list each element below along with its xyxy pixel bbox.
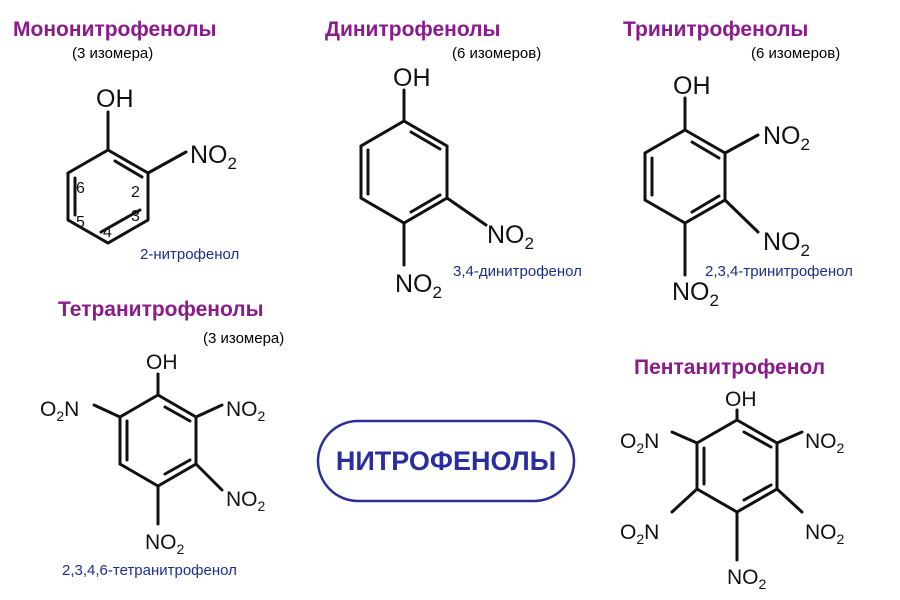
penta-title: Пентанитрофенол	[634, 356, 826, 379]
ring-number: 5	[76, 214, 85, 231]
ring-number: 4	[103, 224, 112, 241]
no2-label: NO2	[190, 141, 237, 173]
mono-isomer-count: (3 изомера)	[72, 45, 154, 62]
di-compound-name: 3,4-динитрофенол	[453, 263, 582, 280]
oh-label: OH	[725, 388, 757, 411]
di-title: Динитрофенолы	[325, 18, 501, 41]
tetra-title: Тетранитрофенолы	[58, 298, 264, 321]
o2n-label: O2N	[620, 521, 659, 547]
no2-label: NO2	[226, 488, 266, 514]
no2-label: NO2	[395, 270, 442, 302]
ring-number: 2	[131, 184, 140, 201]
tetra-nitrophenol-structure	[92, 372, 224, 526]
no2-label: NO2	[226, 398, 266, 424]
ring-number: 6	[76, 180, 85, 197]
di-nitrophenol-structure	[359, 88, 488, 267]
penta-nitrophenol-structure	[670, 408, 804, 562]
oh-label: OH	[393, 64, 431, 92]
tri-nitrophenol-structure	[643, 96, 760, 277]
tri-compound-name: 2,3,4-тринитрофенол	[705, 263, 853, 280]
mono-title: Мононитрофенолы	[13, 18, 217, 41]
no2-label: NO2	[727, 566, 767, 592]
oh-label: OH	[146, 351, 178, 374]
tri-title: Тринитрофенолы	[623, 18, 809, 41]
nitrophenols-badge: НИТРОФЕНОЛЫ	[335, 446, 557, 476]
badge-pill	[316, 419, 576, 503]
no2-label: NO2	[487, 221, 534, 253]
ring-number: 3	[131, 208, 140, 225]
mono-compound-name: 2-нитрофенол	[140, 246, 240, 263]
oh-label: OH	[96, 85, 134, 113]
tetra-isomer-count: (3 изомера)	[203, 330, 285, 347]
no2-label: NO2	[805, 430, 845, 456]
oh-label: OH	[673, 72, 711, 100]
tri-isomer-count: (6 изомеров)	[751, 45, 841, 62]
o2n-label: O2N	[620, 430, 659, 456]
no2-label: NO2	[145, 531, 185, 557]
no2-label: NO2	[805, 521, 845, 547]
tetra-compound-name: 2,3,4,6-тетранитрофенол	[62, 562, 237, 579]
no2-label: NO2	[672, 278, 719, 310]
mono-nitrophenol-structure	[66, 110, 188, 245]
di-isomer-count: (6 изомеров)	[452, 45, 542, 62]
no2-label: NO2	[763, 122, 810, 154]
o2n-label: O2N	[40, 398, 79, 424]
no2-label: NO2	[763, 228, 810, 260]
